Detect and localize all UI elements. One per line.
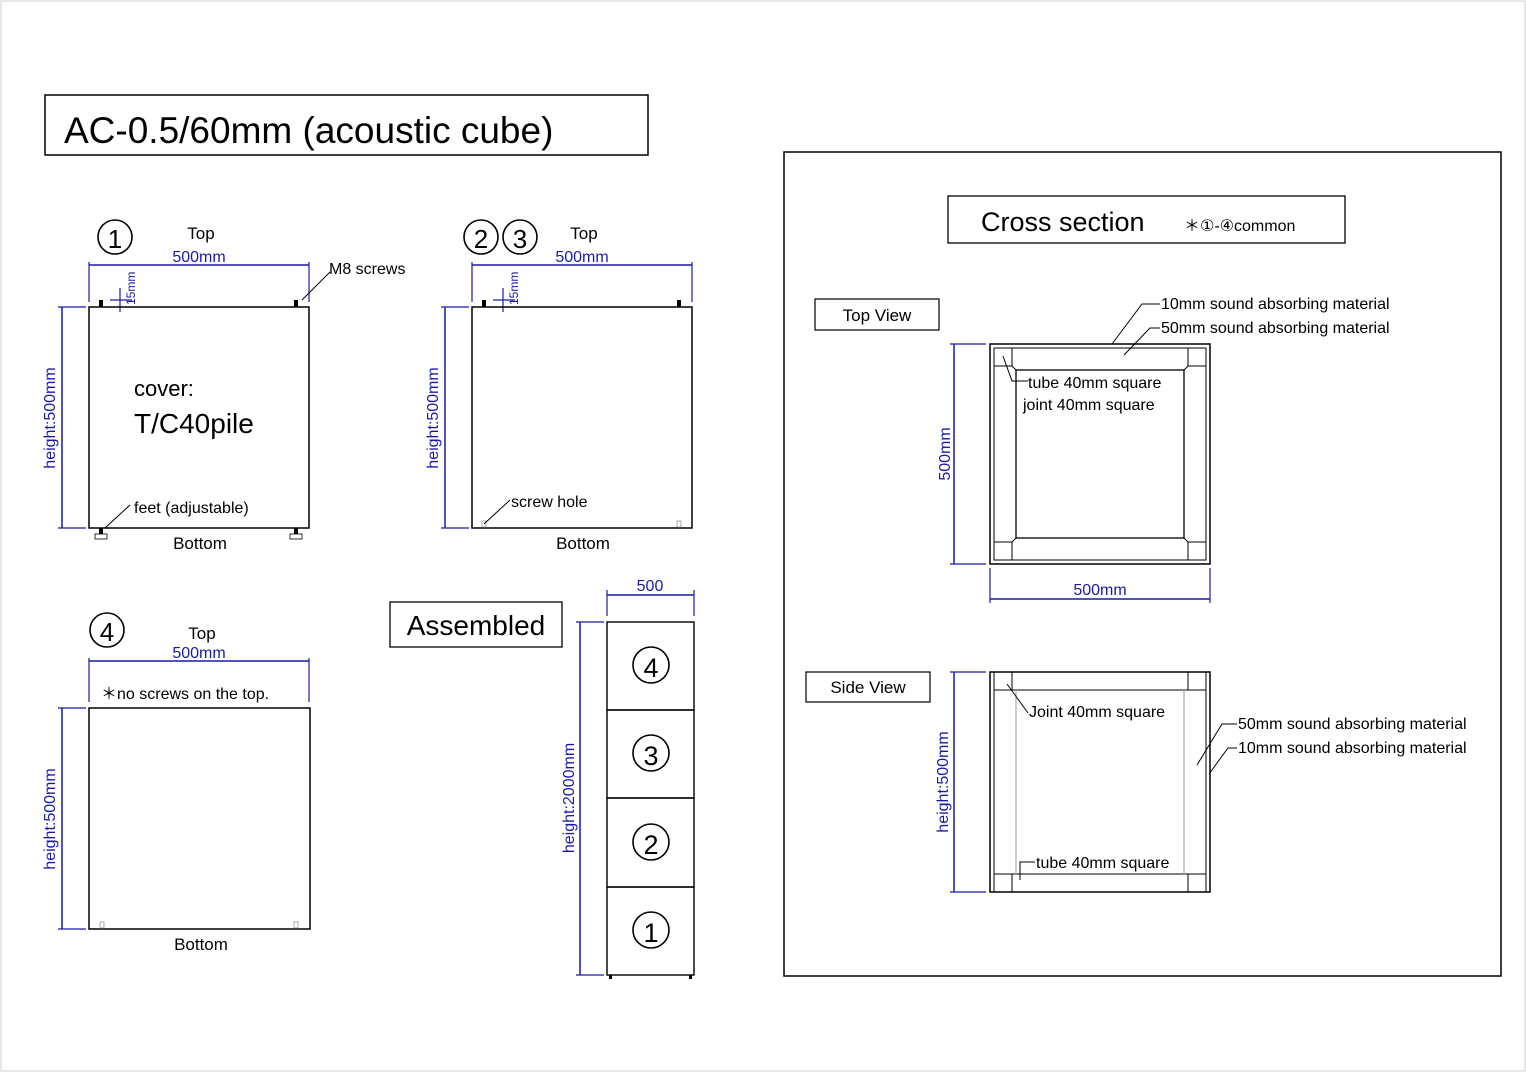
top-view-outer [989,343,1211,565]
unit-4-width-dim: 500mm [172,645,225,662]
assembled-drawing: Assembled 500 height:2000mm 4 3 2 1 ④ ③ … [389,578,695,979]
unit-4-box [88,707,311,930]
assembled-label-box [389,601,563,648]
unit-1-drawing: ① 1 Top 500mm 15mm M8 screws height:500m… [42,219,405,553]
unit-1-cover-label: cover: [134,376,194,401]
side-view-layer-inner: 50mm sound absorbing material [1238,716,1467,733]
top-view-label: Top View [843,306,912,325]
svg-text:4: 4 [643,653,658,683]
unit-1-bottom-label: Bottom [173,534,227,553]
unit-23-screw-dim: 15mm [507,272,521,305]
top-view-layer-inner: 50mm sound absorbing material [1161,320,1390,337]
unit-23-width-dim: 500mm [555,249,608,266]
unit-4-note: ＊no screws on the top. [101,686,269,703]
top-view-inner [1015,369,1185,539]
unit-1-screw-left [99,300,103,307]
cross-section-title-box [947,195,1346,244]
unit-23-box [471,306,693,529]
drawing-title: AC-0.5/60mm (acoustic cube) [64,110,553,151]
assembled-width-dim: 500 [637,578,664,595]
unit-4-top-label: Top [188,624,215,643]
side-view-label-box [805,671,931,703]
cross-section-title: Cross section [981,207,1145,237]
unit-1-badge-circle [97,219,133,255]
unit-1-foot-right [294,528,298,534]
top-view-layer-outer: 10mm sound absorbing material [1161,296,1390,313]
unit-1-screw-dim: 15mm [124,272,138,305]
assembled-label: Assembled [407,610,546,641]
cross-section-panel: Cross section ＊①-④common Top View 10mm s… [783,151,1502,977]
side-view-outer [989,671,1211,893]
assembled-height-dim: height:2000mm [561,743,578,853]
svg-text:4: 4 [100,617,114,647]
unit-23-hole-label: screw hole [511,494,588,511]
top-view-tube-label: tube 40mm square [1028,375,1162,392]
top-view-joint-label: joint 40mm square [1022,397,1155,414]
unit-1-width-dim: 500mm [172,249,225,266]
unit-1-screw-right [294,300,298,307]
side-view-tube-label: tube 40mm square [1036,855,1170,872]
title-box [44,94,649,156]
top-view-width-dim: 500mm [1073,582,1126,599]
unit-1-screw-label: M8 screws [329,261,405,278]
svg-text:2: 2 [643,830,658,860]
unit-1-box [88,306,310,529]
unit-23-bottom-label: Bottom [556,534,610,553]
unit-23-drawing: 2 3 ②③ Top 500mm 15mm height:500mm screw… [425,219,693,553]
cross-section-note: ＊①-④common [1184,218,1295,235]
unit-23-height-dim: height:500mm [425,367,442,468]
unit-4-height-dim: height:500mm [42,768,59,869]
stack-cube-1 [606,886,695,976]
unit-1-foot-left [99,528,103,534]
unit-1-feet-label: feet (adjustable) [134,500,249,517]
svg-text:1: 1 [643,918,658,948]
top-view-label-box [814,298,940,331]
cross-section-frame [783,151,1502,977]
unit-1-cover-value: T/C40pile [134,408,254,439]
top-view-height-dim: 500mm [937,427,954,480]
side-view-height-dim: height:500mm [935,731,952,832]
unit-1-top-label: Top [187,224,214,243]
svg-text:2: 2 [474,224,488,254]
unit-1-badge-digit: 1 [108,224,122,254]
svg-text:3: 3 [513,224,527,254]
unit-4-drawing: 4 ④ Top 500mm ＊no screws on the top. hei… [42,612,311,954]
unit-1-height-dim: height:500mm [42,367,59,468]
unit-23-top-label: Top [570,224,597,243]
side-view-label: Side View [830,678,906,697]
side-view-layer-outer: 10mm sound absorbing material [1238,740,1467,757]
unit-4-bottom-label: Bottom [174,935,228,954]
svg-text:3: 3 [643,741,658,771]
side-view-joint-label: Joint 40mm square [1029,704,1165,721]
